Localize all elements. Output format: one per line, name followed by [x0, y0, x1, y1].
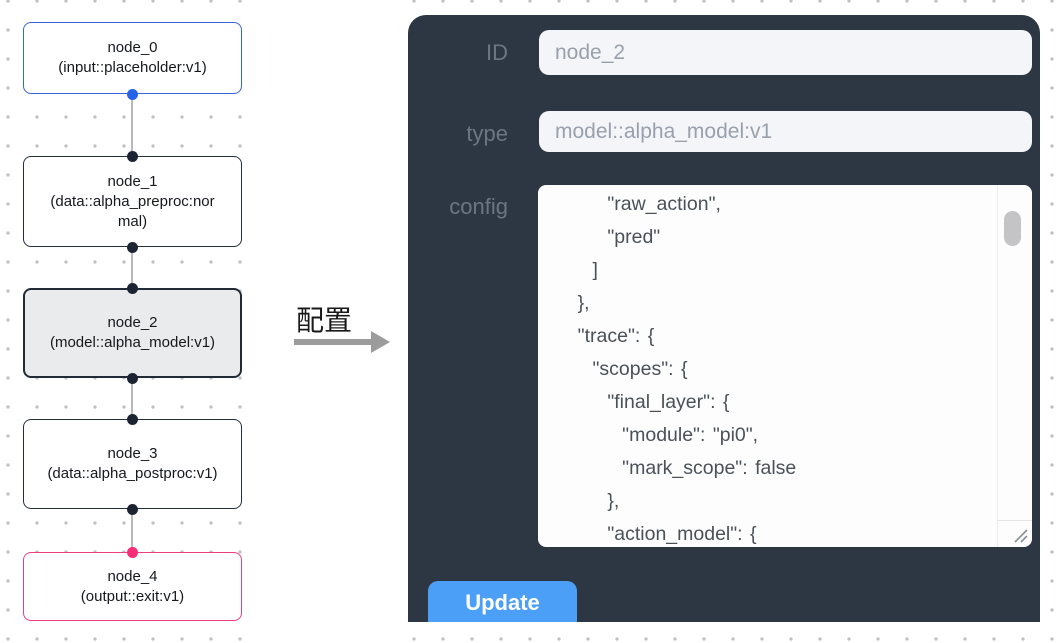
node-config-panel: ID type config "raw_action", "pred" ] },… [408, 15, 1040, 622]
scrollbar-corner-divider [997, 520, 1032, 521]
handle-node3-target[interactable] [127, 414, 138, 425]
flow-node-node_4[interactable]: node_4 (output::exit:v1) [23, 552, 242, 621]
handle-node4-target[interactable] [127, 547, 138, 558]
config-annotation-label: 配置 [296, 305, 353, 336]
edge-node2-node3 [131, 378, 133, 419]
edge-node1-node2 [131, 247, 133, 288]
handle-node3-source[interactable] [127, 504, 138, 515]
scrollbar-thumb[interactable] [1004, 211, 1021, 246]
handle-node2-source[interactable] [127, 373, 138, 384]
handle-node1-source[interactable] [127, 242, 138, 253]
scrollbar-track [997, 185, 998, 547]
id-input[interactable] [539, 30, 1032, 75]
edge-node0-node1 [131, 94, 133, 156]
flow-node-node_0[interactable]: node_0 (input::placeholder:v1) [23, 22, 242, 94]
node-title: node_4 [107, 567, 158, 585]
config-json-text: "raw_action", "pred" ] }, "trace": { "sc… [577, 193, 797, 545]
handle-node2-target[interactable] [127, 283, 138, 294]
node-title: node_0 [107, 39, 158, 56]
id-field-label: ID [486, 40, 508, 65]
edge-node3-node4 [131, 509, 133, 552]
flow-node-node_1[interactable]: node_1 (data::alpha_preproc:normal) [23, 156, 242, 247]
config-field-label: config [449, 194, 508, 219]
node-subtitle: (output::exit:v1) [80, 587, 185, 605]
config-editor[interactable]: "raw_action", "pred" ] }, "trace": { "sc… [538, 185, 1032, 547]
arrow-right-icon [371, 331, 390, 353]
handle-node1-target[interactable] [127, 151, 138, 162]
node-title: node_1 [107, 172, 158, 190]
type-field-label: type [466, 121, 508, 146]
flow-node-node_3[interactable]: node_3 (data::alpha_postproc:v1) [23, 419, 242, 509]
canvas-gap [250, 0, 398, 643]
type-input[interactable] [539, 111, 1032, 152]
resize-grip-icon[interactable] [1011, 526, 1029, 544]
node-subtitle: (data::alpha_postproc:v1) [47, 465, 218, 482]
flow-node-node_2[interactable]: node_2 (model::alpha_model:v1) [23, 288, 242, 378]
node-subtitle: (data::alpha_preproc:normal) [50, 192, 215, 230]
node-subtitle: (input::placeholder:v1) [58, 59, 207, 76]
handle-node0-source[interactable] [127, 89, 138, 100]
update-button[interactable]: Update [428, 581, 577, 622]
arrow-shaft [294, 339, 372, 345]
node-title: node_2 [107, 314, 158, 331]
node-title: node_3 [107, 445, 158, 462]
node-subtitle: (model::alpha_model:v1) [49, 334, 216, 351]
